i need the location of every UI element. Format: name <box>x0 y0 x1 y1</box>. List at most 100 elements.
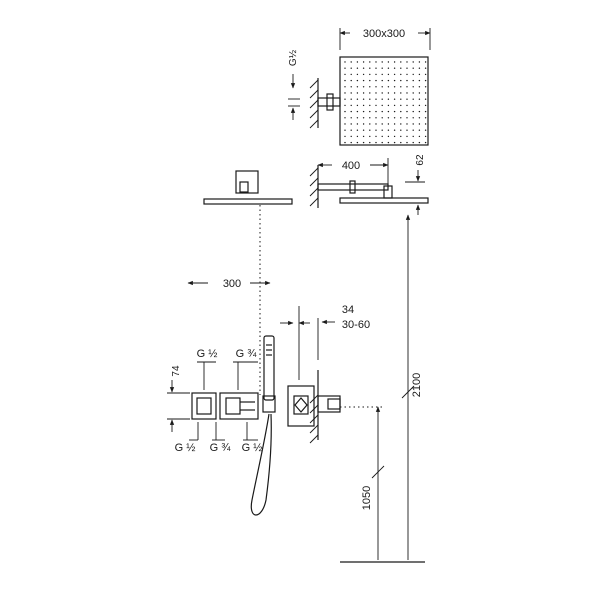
nozzle-dot <box>375 61 377 63</box>
nozzle-dot <box>400 86 402 88</box>
nozzle-dot <box>400 61 402 63</box>
nozzle-dot <box>375 67 377 69</box>
nozzle-dot <box>362 110 365 113</box>
upper-right-thread-label: G ¾ <box>236 348 258 360</box>
nozzle-dot <box>424 141 427 144</box>
nozzle-dot <box>362 61 365 63</box>
nozzle-dot <box>344 117 346 119</box>
nozzle-dot <box>381 141 383 144</box>
nozzle-dot <box>412 110 414 113</box>
nozzle-dot <box>381 73 383 76</box>
nozzle-dot <box>424 73 427 76</box>
nozzle-dot <box>393 141 396 144</box>
nozzle-dot <box>344 61 346 63</box>
nozzle-dot <box>412 67 414 69</box>
nozzle-dot <box>356 86 359 88</box>
nozzle-dot <box>412 141 414 144</box>
nozzle-dot <box>356 123 359 125</box>
nozzle-dot <box>344 141 346 144</box>
nozzle-dot <box>350 86 352 88</box>
nozzle-dot <box>369 98 371 100</box>
nozzle-dot <box>356 110 359 113</box>
nozzle-dot <box>418 73 421 76</box>
nozzle-dot <box>424 92 427 94</box>
nozzle-dot <box>412 104 414 107</box>
nozzle-dot <box>412 98 414 100</box>
nozzle-dot <box>406 73 408 76</box>
nozzle-dot <box>400 117 402 119</box>
rain-head-nozzles <box>344 61 427 144</box>
nozzle-dot <box>381 135 383 138</box>
nozzle-dot <box>418 129 421 131</box>
nozzle-dot <box>381 123 383 125</box>
dim-74-label: 74 <box>171 365 182 377</box>
nozzle-dot <box>406 123 408 125</box>
nozzle-dot <box>393 135 396 138</box>
nozzle-dot <box>369 61 371 63</box>
nozzle-dot <box>344 79 346 82</box>
nozzle-dot <box>387 92 390 94</box>
nozzle-dot <box>400 79 402 82</box>
nozzle-dot <box>356 79 359 82</box>
nozzle-dot <box>350 79 352 82</box>
nozzle-dot <box>387 104 390 107</box>
nozzle-dot <box>369 129 371 131</box>
nozzle-dot <box>350 123 352 125</box>
nozzle-dot <box>418 98 421 100</box>
nozzle-dot <box>412 79 414 82</box>
nozzle-dot <box>356 117 359 119</box>
nozzle-dot <box>375 86 377 88</box>
nozzle-dot <box>344 135 346 138</box>
lower-right-thread-label: G ½ <box>242 442 263 454</box>
nozzle-dot <box>406 92 408 94</box>
nozzle-dot <box>424 135 427 138</box>
nozzle-dot <box>418 67 421 69</box>
nozzle-dot <box>418 117 421 119</box>
nozzle-dot <box>375 92 377 94</box>
nozzle-dot <box>406 104 408 107</box>
rain-head-profile <box>339 197 429 204</box>
nozzle-dot <box>381 92 383 94</box>
nozzle-dot <box>369 110 371 113</box>
nozzle-dot <box>362 123 365 125</box>
nozzle-dot <box>362 73 365 76</box>
nozzle-dot <box>356 98 359 100</box>
arm-length-label: 400 <box>342 160 360 172</box>
height-1050-label: 1050 <box>361 486 373 510</box>
nozzle-dot <box>369 141 371 144</box>
nozzle-dot <box>406 141 408 144</box>
head-size-label: 300x300 <box>363 28 405 40</box>
nozzle-dot <box>393 98 396 100</box>
nozzle-dot <box>412 123 414 125</box>
nozzle-dot <box>418 110 421 113</box>
nozzle-dot <box>412 135 414 138</box>
height-2100-label: 2100 <box>411 373 423 397</box>
nozzle-dot <box>381 86 383 88</box>
nozzle-dot <box>412 73 414 76</box>
rain-head-square <box>339 56 429 146</box>
nozzle-dot <box>381 79 383 82</box>
head-thickness-label: 62 <box>415 154 426 166</box>
nozzle-dot <box>344 123 346 125</box>
nozzle-dot <box>400 98 402 100</box>
nozzle-dot <box>400 123 402 125</box>
nozzle-dot <box>350 141 352 144</box>
nozzle-dot <box>381 67 383 69</box>
nozzle-dot <box>350 129 352 131</box>
nozzle-dot <box>350 104 352 107</box>
nozzle-dot <box>424 67 427 69</box>
nozzle-dot <box>406 67 408 69</box>
nozzle-dot <box>393 129 396 131</box>
nozzle-dot <box>387 141 390 144</box>
nozzle-dot <box>393 117 396 119</box>
nozzle-dot <box>381 129 383 131</box>
nozzle-dot <box>400 67 402 69</box>
nozzle-dot <box>356 73 359 76</box>
nozzle-dot <box>418 104 421 107</box>
nozzle-dot <box>362 79 365 82</box>
nozzle-dot <box>406 79 408 82</box>
nozzle-dot <box>356 135 359 138</box>
nozzle-dot <box>418 135 421 138</box>
lower-left-thread-label: G ½ <box>175 442 196 454</box>
nozzle-dot <box>400 135 402 138</box>
